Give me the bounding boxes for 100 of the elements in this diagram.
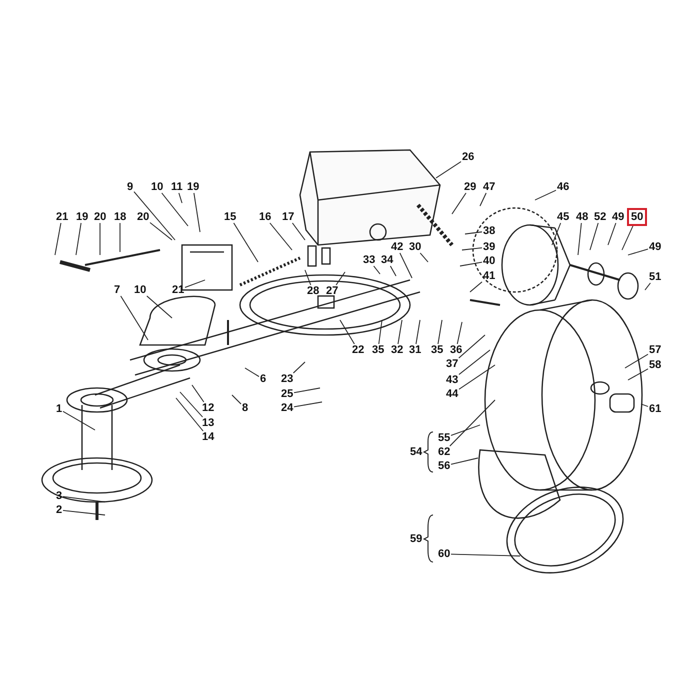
callout-number: 46 — [556, 181, 570, 193]
callout-number: 34 — [380, 254, 394, 266]
leader-line — [390, 266, 396, 276]
callout-number: 30 — [408, 241, 422, 253]
callout-number: 58 — [648, 359, 662, 371]
callout-number: 17 — [281, 211, 296, 223]
leader-line — [62, 410, 96, 430]
callout-number: 26 — [461, 151, 476, 163]
callout-number: 56 — [437, 460, 452, 472]
leader-line — [161, 192, 188, 226]
callout-number: 42 — [390, 241, 404, 253]
callout-number: 44 — [445, 388, 460, 400]
callout-number: 32 — [390, 344, 404, 356]
leader-line — [184, 280, 206, 288]
leader-line — [590, 222, 599, 250]
leader-line — [438, 320, 442, 344]
leader-line — [233, 222, 258, 262]
callout-number: 33 — [362, 254, 376, 266]
callout-number: 20 — [136, 211, 150, 223]
leader-line — [62, 496, 106, 502]
leader-line — [464, 231, 482, 234]
callout-number: 61 — [648, 403, 662, 415]
leader-line — [294, 402, 322, 408]
callout-number: 49 — [648, 241, 662, 253]
callout-number: 10 — [133, 284, 148, 296]
callout-number: 18 — [113, 211, 128, 223]
callout-number: 60 — [437, 548, 452, 560]
callout-number: 13 — [201, 417, 216, 429]
leader-line — [450, 554, 520, 556]
leader-line — [373, 266, 380, 274]
leader-line — [178, 192, 182, 204]
leader-line — [628, 368, 648, 380]
callout-number: 57 — [648, 344, 662, 356]
leader-line — [450, 424, 480, 436]
leader-line — [628, 248, 648, 256]
callout-number: 28 — [306, 285, 320, 297]
callout-number: 54 — [409, 446, 424, 458]
leader-line — [378, 320, 382, 344]
leader-line — [624, 354, 648, 368]
callout-number: 14 — [201, 431, 216, 443]
callout-number: 15 — [223, 211, 238, 223]
callout-number: 36 — [449, 344, 464, 356]
leader-line — [640, 404, 648, 407]
leader-line — [578, 222, 582, 256]
highlighted-callout-number: 50 — [627, 208, 648, 226]
leader-line — [304, 270, 312, 286]
callout-number: 37 — [445, 358, 460, 370]
callout-number: 52 — [593, 211, 608, 223]
callout-number: 19 — [186, 181, 200, 193]
leader-line — [232, 394, 242, 404]
leader-line — [76, 222, 82, 256]
callout-number: 48 — [575, 211, 590, 223]
callout-number: 22 — [351, 344, 366, 356]
callout-number: 27 — [325, 285, 340, 297]
leader-line — [244, 368, 260, 377]
callout-number: 8 — [241, 402, 250, 414]
leader-line — [120, 296, 148, 340]
leader-line — [436, 161, 462, 178]
leader-line — [552, 222, 562, 246]
callout-number: 6 — [259, 373, 268, 385]
leader-line — [644, 282, 651, 290]
leader-line — [180, 392, 204, 418]
callout-number: 11 — [170, 181, 184, 193]
leader-line — [176, 398, 204, 432]
leader-line — [449, 400, 496, 446]
callout-number: 7 — [113, 284, 122, 296]
leader-line — [458, 364, 496, 390]
leader-line — [336, 272, 346, 286]
callout-number: 51 — [648, 271, 662, 283]
leader-line — [340, 320, 355, 344]
leader-line — [458, 350, 490, 375]
leader-line — [456, 322, 462, 344]
callout-number: 23 — [280, 373, 294, 385]
leader-line — [62, 510, 106, 516]
leader-line — [416, 320, 420, 344]
leader-line — [480, 192, 487, 206]
callout-number: 20 — [93, 211, 108, 223]
leader-line — [269, 222, 292, 250]
callout-number: 40 — [482, 255, 496, 267]
leader-line — [534, 190, 556, 200]
callout-number: 19 — [75, 211, 90, 223]
leader-line — [450, 458, 478, 465]
callout-number: 47 — [482, 181, 496, 193]
callout-number: 35 — [371, 344, 386, 356]
leader-line — [294, 388, 320, 394]
leader-line — [292, 222, 306, 240]
leader-line — [292, 362, 306, 374]
callout-number: 38 — [482, 225, 496, 237]
leader-line — [150, 222, 172, 240]
leader-line — [622, 226, 634, 250]
callout-number: 39 — [482, 241, 496, 253]
callout-number: 1 — [55, 403, 64, 415]
callout-number: 43 — [445, 374, 460, 386]
callout-number: 62 — [437, 446, 452, 458]
callout-number: 25 — [280, 388, 294, 400]
leader-line — [452, 192, 466, 214]
leader-line — [193, 192, 200, 232]
leader-line — [54, 222, 62, 256]
leader-line — [420, 252, 428, 262]
callout-number: 49 — [611, 211, 626, 223]
